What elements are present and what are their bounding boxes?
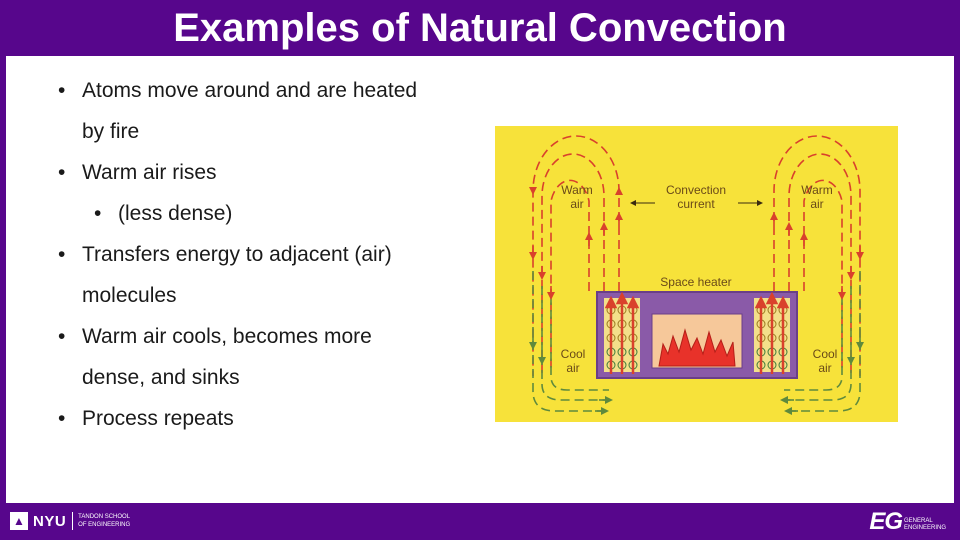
- label-warm-air-left-2: air: [570, 197, 583, 211]
- bullet-marker: •: [58, 243, 66, 266]
- bullet-item: • Atoms move around and are heated by fi…: [56, 70, 486, 152]
- bullet-text-continued: dense, and sinks: [82, 366, 240, 389]
- label-warm-air-left: Warm: [561, 183, 593, 197]
- bullet-item: • Transfers energy to adjacent (air) mol…: [56, 234, 486, 316]
- slide-content: • Atoms move around and are heated by fi…: [6, 56, 954, 503]
- label-space-heater: Space heater: [660, 275, 731, 289]
- bullet-text-continued: by fire: [82, 120, 140, 143]
- label-warm-air-right: Warm: [801, 183, 833, 197]
- label-cool-air-left: Cool: [561, 347, 586, 361]
- bullet-marker: •: [58, 79, 66, 102]
- label-current: current: [677, 197, 715, 211]
- nyu-wordmark: NYU: [33, 512, 67, 530]
- bullet-marker: •: [94, 202, 102, 225]
- title-bar: Examples of Natural Convection: [0, 0, 960, 56]
- bullet-text-continued: molecules: [82, 284, 177, 307]
- slide-title: Examples of Natural Convection: [173, 6, 787, 50]
- logo-divider: [72, 512, 74, 530]
- bullet-text: Atoms move around and are heated: [82, 79, 418, 102]
- label-cool-air-right: Cool: [813, 347, 838, 361]
- sub-bullet-item: • (less dense): [56, 193, 486, 234]
- flame: [658, 328, 736, 367]
- bullet-text: Warm air rises: [82, 161, 217, 184]
- bullet-item: • Warm air rises: [56, 152, 486, 193]
- bullet-marker: •: [58, 407, 66, 430]
- bullet-marker: •: [58, 161, 66, 184]
- label-warm-air-right-2: air: [810, 197, 823, 211]
- convection-diagram: Warm air Convection current Warm air Spa…: [495, 126, 898, 422]
- bullet-marker: •: [58, 325, 66, 348]
- bullet-item: • Process repeats: [56, 398, 486, 439]
- bullet-text: (less dense): [118, 202, 233, 225]
- label-cool-air-left-2: air: [566, 361, 579, 375]
- bullet-item: • Warm air cools, becomes more dense, an…: [56, 316, 486, 398]
- space-heater: [596, 291, 798, 379]
- torch-icon: ▲: [10, 512, 28, 530]
- label-cool-air-right-2: air: [818, 361, 831, 375]
- bullet-text: Transfers energy to adjacent (air): [82, 243, 392, 266]
- bullet-text: Warm air cools, becomes more: [82, 325, 372, 348]
- label-convection: Convection: [666, 183, 726, 197]
- eg-wordmark: EG: [869, 508, 903, 535]
- left-convection-loop: [529, 135, 624, 415]
- bullet-list: • Atoms move around and are heated by fi…: [56, 70, 486, 439]
- right-convection-loop: [770, 135, 864, 415]
- bullet-text: Process repeats: [82, 407, 234, 430]
